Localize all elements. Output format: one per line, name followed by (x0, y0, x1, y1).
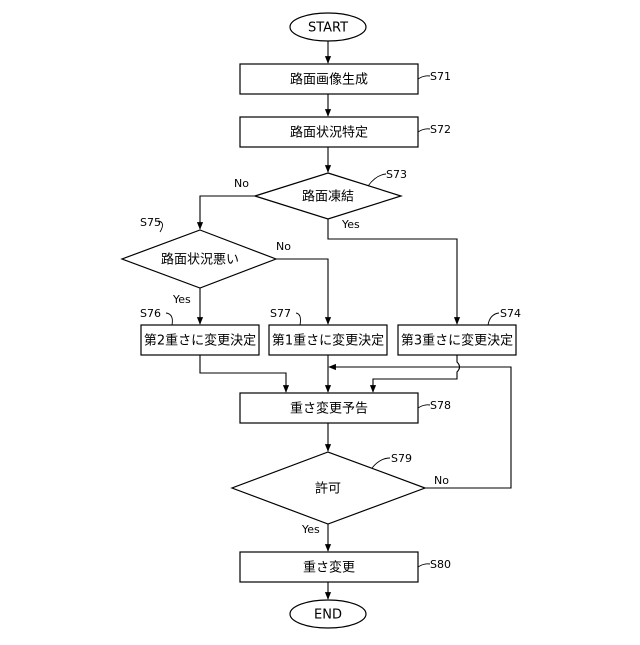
decision-s73: 路面凍結 S73 No Yes (234, 168, 407, 231)
arrow-s74-s78 (373, 355, 460, 392)
s75-no-label: No (276, 240, 291, 253)
start-label: START (308, 21, 348, 36)
process-s80: 重さ変更 S80 (240, 552, 451, 582)
s72-step: S72 (430, 123, 451, 136)
process-s74: 第3重さに変更決定 S74 (398, 307, 521, 355)
s74-leader (488, 313, 499, 325)
s73-step: S73 (386, 168, 407, 181)
s80-leader (418, 564, 430, 567)
s78-label: 重さ変更予告 (290, 401, 368, 417)
s80-step: S80 (430, 558, 451, 571)
s76-leader (166, 313, 172, 325)
arrow-s73-yes-s74 (328, 219, 457, 324)
s76-label: 第2重さに変更決定 (144, 333, 256, 349)
s77-leader (296, 313, 301, 325)
s77-step: S77 (270, 307, 291, 320)
s79-label: 許可 (315, 482, 341, 497)
s78-step: S78 (430, 399, 451, 412)
s79-yes-label: Yes (301, 523, 320, 536)
s73-label: 路面凍結 (302, 189, 354, 205)
s74-label: 第3重さに変更決定 (401, 333, 513, 349)
s78-leader (418, 405, 430, 408)
s79-no-label: No (434, 474, 449, 487)
s71-leader (418, 76, 430, 79)
s71-label: 路面画像生成 (290, 72, 368, 88)
process-s78: 重さ変更予告 S78 (240, 393, 451, 423)
process-s72: 路面状況特定 S72 (240, 117, 451, 147)
s79-step: S79 (391, 452, 412, 465)
s73-no-label: No (234, 177, 249, 190)
s75-label: 路面状況悪い (161, 252, 239, 268)
decision-s75: 路面状況悪い S75 No Yes (122, 216, 291, 306)
arrow-s73-no-s75 (200, 196, 255, 229)
s79-leader (372, 458, 390, 468)
s80-label: 重さ変更 (303, 560, 355, 576)
process-s71: 路面画像生成 S71 (240, 64, 451, 94)
s73-leader (368, 174, 386, 186)
s74-step: S74 (500, 307, 521, 320)
s75-step: S75 (140, 216, 161, 229)
s76-step: S76 (140, 307, 161, 320)
s71-step: S71 (430, 70, 451, 83)
s72-leader (418, 129, 430, 132)
arrow-s76-s78 (200, 355, 286, 392)
end-terminal: END (290, 600, 366, 628)
s77-label: 第1重さに変更決定 (272, 333, 384, 349)
s75-yes-label: Yes (172, 293, 191, 306)
start-terminal: START (290, 13, 366, 41)
s73-yes-label: Yes (341, 218, 360, 231)
s72-label: 路面状況特定 (290, 125, 368, 141)
end-label: END (314, 608, 342, 623)
decision-s79: 許可 S79 No Yes (232, 452, 449, 536)
